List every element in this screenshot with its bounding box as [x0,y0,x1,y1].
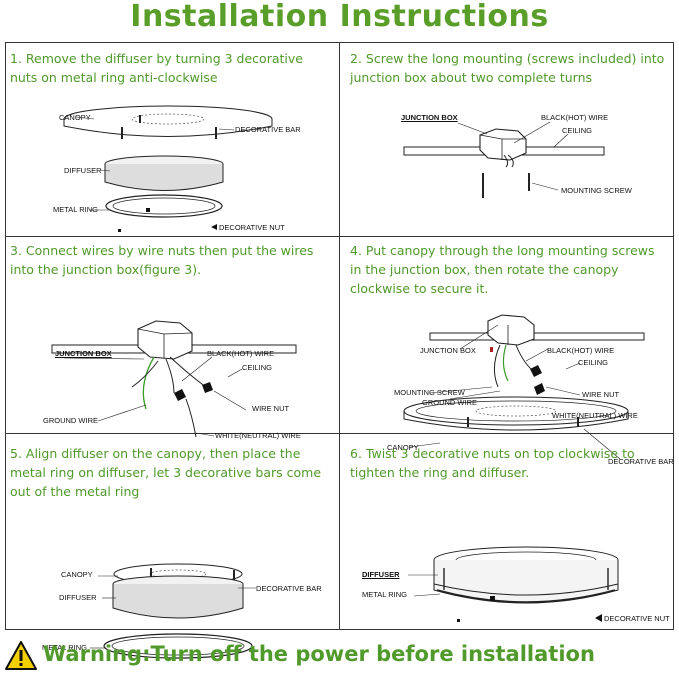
step-5-label-metal-ring: METAL RING [42,643,88,652]
step-5-label-canopy: CANOPY [61,570,93,579]
step-3-illustration [51,320,297,438]
step-2-label-mounting-screw: MOUNTING SCREW [561,186,632,195]
step-1-label-decorative-nut: DECORATIVE NUT [219,223,285,232]
grid-divider-row-1 [6,236,673,237]
step-5-label-decorative-bar: DECORATIVE BAR [256,584,322,593]
step-3-label-white-wire: WHITE(NEUTRAL) WIRE [215,431,301,440]
warning-triangle-icon [5,641,37,670]
step-4-label-ground-wire: GROUND WIRE [422,398,477,407]
warning-text: Warning:Turn off the power before instal… [43,642,595,666]
step-1-label-diffuser: DIFFUSER [64,166,102,175]
grid-divider-vertical [339,43,340,629]
step-5-label-diffuser: DIFFUSER [59,593,97,602]
step-2-illustration [403,121,605,198]
step-4-label-junction-box: JUNCTION BOX [420,346,476,355]
step-3-label-ceiling: CEILING [242,363,273,372]
step-2-label-black-wire: BLACK(HOT) WIRE [541,113,609,122]
step-4-label-canopy: CANOPY [387,443,419,452]
step-2-label-ceiling: CEILING [562,126,593,135]
step-6-label-decorative-nut: DECORATIVE NUT [604,614,670,623]
step-1-label-canopy: CANOPY [59,113,91,122]
step-4-label-black-wire: BLACK(HOT) WIRE [547,346,615,355]
step-1-label-metal-ring: METAL RING [53,205,99,214]
instruction-grid: 1. Remove the diffuser by turning 3 deco… [5,42,674,659]
step-1-label-decorative-bar: DECORATIVE BAR [235,125,301,134]
step-3-label-junction-box: JUNCTION BOX [55,349,112,358]
step-1-illustration [63,105,273,232]
step-3-text: 3. Connect wires by wire nuts then put t… [10,243,314,277]
step-2-label-junction-box: JUNCTION BOX [401,113,458,122]
step-4-illustration [403,314,645,460]
step-4-label-wire-nut: WIRE NUT [582,390,620,399]
step-5-panel: 5. Align diffuser on the canopy, then pl… [6,434,339,659]
step-3-label-wire-nut: WIRE NUT [252,404,290,413]
step-6-label-diffuser: DIFFUSER [362,570,400,579]
step-3-label-black-wire: BLACK(HOT) WIRE [207,349,275,358]
step-4-label-ceiling: CEILING [578,358,609,367]
step-1-panel: 1. Remove the diffuser by turning 3 deco… [6,43,339,236]
step-6-illustration [408,546,619,622]
warning-banner: Warning:Turn off the power before instal… [5,638,675,672]
step-4-label-white-wire: WHITE(NEUTRAL) WIRE [552,411,638,420]
step-6-text: 6. Twist 3 decorative nuts on top clockw… [350,446,635,480]
step-4-text: 4. Put canopy through the long mounting … [350,243,655,296]
step-3-panel: 3. Connect wires by wire nuts then put t… [6,237,339,440]
step-5-illustration [90,563,256,659]
step-2-panel: 2. Screw the long mounting (screws inclu… [340,43,673,236]
step-6-label-metal-ring: METAL RING [362,590,408,599]
page-title: Installation Instructions [130,0,549,34]
step-4-panel: 4. Put canopy through the long mounting … [340,237,674,466]
step-3-label-ground-wire: GROUND WIRE [43,416,98,425]
step-1-text: 1. Remove the diffuser by turning 3 deco… [10,51,303,85]
step-6-panel: 6. Twist 3 decorative nuts on top clockw… [340,434,673,629]
step-4-label-decorative-bar: DECORATIVE BAR [608,457,674,466]
grid-divider-row-2 [6,433,673,434]
step-5-text: 5. Align diffuser on the canopy, then pl… [10,446,322,499]
step-4-label-mounting-screw: MOUNTING SCREW [394,388,465,397]
step-2-text: 2. Screw the long mounting (screws inclu… [350,51,665,85]
